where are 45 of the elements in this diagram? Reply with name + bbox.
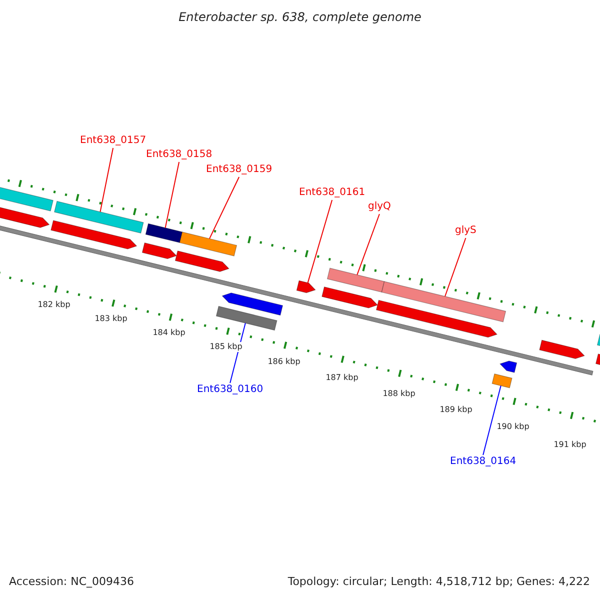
- scale-label: 183 kbp: [94, 314, 128, 324]
- map-title: Enterobacter sp. 638, complete genome: [178, 11, 422, 23]
- gene-label: Ent638_0160: [197, 384, 264, 396]
- scale-label: 187 kbp: [326, 373, 358, 383]
- gene-label: Ent638_0157: [80, 135, 146, 147]
- leader-line: [356, 214, 380, 276]
- gene-feature: [145, 223, 183, 244]
- gene-label: Ent638_0158: [146, 149, 212, 161]
- gene-feature: [174, 250, 230, 272]
- scale-label: 185 kbp: [210, 342, 242, 352]
- gene-feature: [179, 232, 238, 256]
- scale-label: 186 kbp: [268, 357, 300, 367]
- scale-label: 182 kbp: [38, 300, 70, 310]
- scale-label: 188 kbp: [382, 389, 416, 399]
- accession-note: Accession: NC_009436: [9, 576, 134, 588]
- gene-feature: [539, 340, 585, 359]
- gene-label: glyQ: [368, 201, 391, 213]
- gene-feature: [216, 306, 278, 331]
- gene-label: Ent638_0161: [299, 187, 366, 199]
- gene-feature: [326, 268, 385, 293]
- leader-line: [482, 385, 502, 456]
- gene-feature: [0, 184, 54, 212]
- gene-label: glyS: [455, 225, 476, 237]
- leader-line: [164, 162, 180, 228]
- gene-feature: [322, 286, 378, 308]
- leader-line: [208, 176, 240, 240]
- gene-feature: [222, 292, 284, 316]
- gene-feature: [499, 360, 518, 373]
- gene-feature: [492, 374, 512, 388]
- scale-label: 190 kbp: [496, 422, 530, 432]
- scale-label: 189 kbp: [440, 405, 472, 415]
- gene-feature: [50, 220, 138, 250]
- scale-label: 184 kbp: [152, 328, 186, 338]
- leader-line: [100, 148, 114, 212]
- genome-info-note: Topology: circular; Length: 4,518,712 bp; Genes: 4,222: [288, 576, 590, 588]
- gene-feature: [142, 242, 177, 260]
- gene-feature: [296, 280, 316, 294]
- gene-feature: [381, 281, 506, 322]
- gene-feature: [376, 300, 498, 338]
- gene-label: Ent638_0159: [206, 164, 272, 176]
- gene-label: Ent638_0164: [450, 456, 516, 468]
- leader-line: [444, 238, 466, 297]
- scale-label: 191 kbp: [554, 440, 586, 450]
- leader-line: [307, 200, 333, 284]
- gene-feature: [54, 200, 144, 234]
